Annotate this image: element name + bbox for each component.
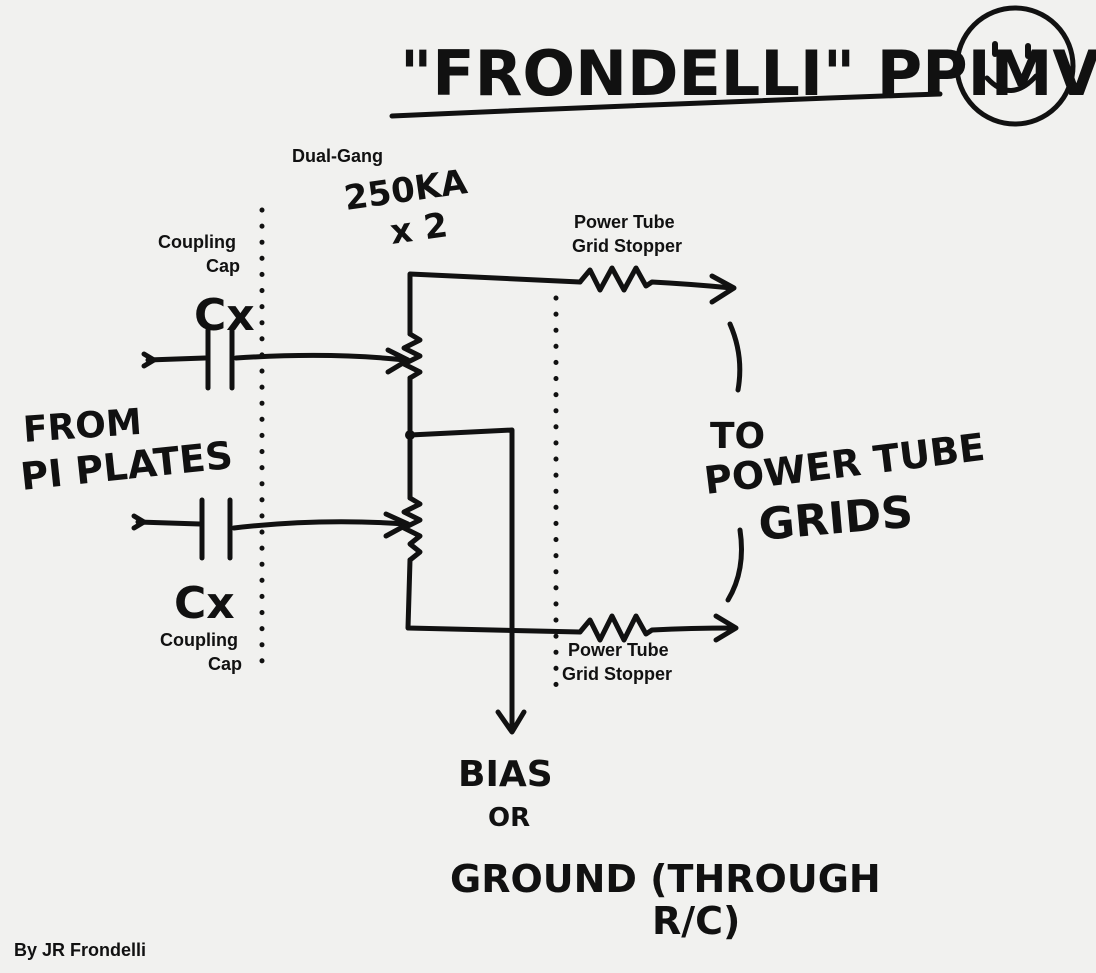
cx-top-label: Cx bbox=[194, 290, 255, 341]
pot-multiplier-label: x 2 bbox=[388, 205, 450, 253]
page-title: "FRONDELLI" PPIMV bbox=[400, 37, 1096, 110]
credit-label: By JR Frondelli bbox=[14, 940, 146, 960]
bottom-output-arrow bbox=[713, 613, 739, 643]
grid-stopper-top-label-line1: Power Tube bbox=[574, 212, 675, 232]
from-label: FROM bbox=[22, 402, 143, 451]
bottom-grid-stopper-resistor bbox=[577, 613, 739, 643]
upper-bracket bbox=[727, 321, 743, 393]
smiley-face-icon bbox=[954, 5, 1076, 127]
grid-stopper-bottom-label-line1: Power Tube bbox=[568, 640, 669, 660]
or-label: OR bbox=[488, 803, 530, 833]
bottom-pot-element bbox=[401, 495, 423, 563]
lower-bracket bbox=[725, 527, 744, 603]
top-output-arrow bbox=[709, 273, 737, 305]
top-grid-stopper-resistor bbox=[577, 265, 737, 305]
top-pot-element bbox=[401, 331, 423, 381]
bias-arrow bbox=[495, 709, 527, 735]
bias-label: BIAS bbox=[458, 754, 553, 795]
coupling-cap-bottom-label-line1: Coupling bbox=[160, 630, 238, 650]
grid-stopper-bottom-label-line2: Grid Stopper bbox=[562, 664, 672, 684]
grid-stopper-top-label-line2: Grid Stopper bbox=[572, 236, 682, 256]
coupling-cap-top-label-line2: Cap bbox=[206, 256, 240, 276]
rc-label: R/C) bbox=[652, 899, 740, 943]
dual-gang-label: Dual-Gang bbox=[292, 146, 383, 166]
bottom-input-path bbox=[131, 497, 411, 561]
coupling-cap-top-label-line1: Coupling bbox=[158, 232, 236, 252]
coupling-cap-bottom-label-line2: Cap bbox=[208, 654, 242, 674]
bias-ground-path bbox=[407, 427, 527, 735]
grids-label: GRIDS bbox=[757, 487, 915, 551]
to-label: TO bbox=[710, 416, 765, 457]
cx-bottom-label: Cx bbox=[174, 578, 235, 629]
top-input-path bbox=[141, 327, 411, 391]
ground-through-label: GROUND (THROUGH bbox=[450, 857, 881, 901]
title-underline bbox=[389, 91, 943, 119]
dual-gang-potentiometer bbox=[401, 271, 583, 635]
